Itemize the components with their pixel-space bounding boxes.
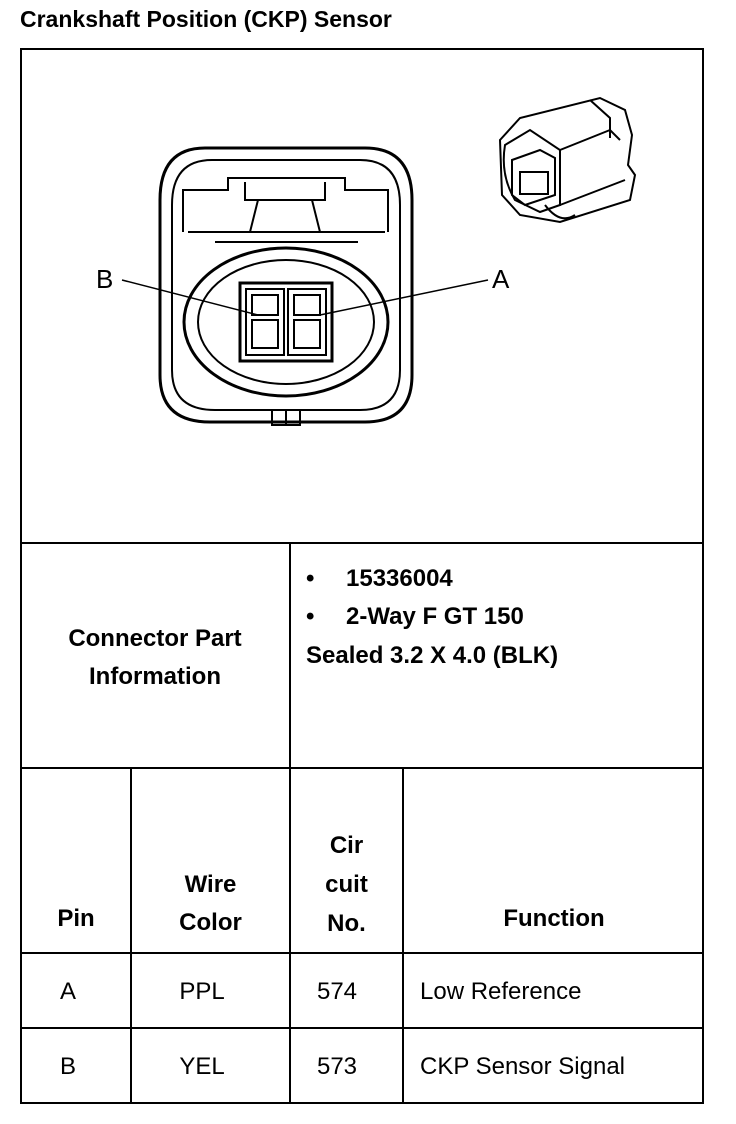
divider bbox=[20, 542, 704, 544]
connector-seal-info: Sealed 3.2 X 4.0 (BLK) bbox=[306, 642, 559, 669]
cell-pin: B bbox=[59, 1053, 76, 1080]
cell-wire-color: PPL bbox=[179, 978, 225, 1005]
divider bbox=[20, 1027, 704, 1029]
connector-info-label: Connector Part Information bbox=[22, 620, 288, 696]
header-circuit-line2: cuit bbox=[325, 871, 368, 898]
cell-wire-color: YEL bbox=[179, 1053, 225, 1080]
header-function: Function bbox=[503, 905, 605, 932]
header-circuit-line3: No. bbox=[327, 910, 366, 937]
connector-table-frame bbox=[20, 48, 704, 1104]
connector-type: 2-Way F GT 150 bbox=[346, 603, 524, 630]
cell-pin: A bbox=[59, 978, 76, 1005]
pin-label-a: A bbox=[492, 264, 510, 294]
header-circuit-line1: Cir bbox=[329, 832, 364, 859]
header-pin: Pin bbox=[57, 905, 95, 932]
bullet: • bbox=[306, 603, 315, 630]
divider bbox=[20, 767, 704, 769]
cell-circuit: 574 bbox=[316, 978, 358, 1005]
divider bbox=[402, 767, 404, 1104]
divider bbox=[130, 767, 132, 1104]
bullet: • bbox=[306, 565, 315, 592]
connector-info-label-line2: Information bbox=[89, 663, 221, 690]
part-number: 15336004 bbox=[346, 565, 453, 592]
pin-label-b: B bbox=[96, 264, 114, 294]
connector-face-diagram bbox=[121, 96, 637, 426]
header-circuit: Cir cuit No. bbox=[291, 826, 402, 943]
cell-function: Low Reference bbox=[420, 978, 582, 1005]
divider bbox=[289, 542, 291, 1104]
header-wire-color: Wire Color bbox=[132, 866, 289, 942]
header-wire-color-line1: Wire bbox=[184, 871, 237, 898]
connector-info-label-line1: Connector Part bbox=[68, 625, 242, 652]
cell-circuit: 573 bbox=[316, 1053, 358, 1080]
divider bbox=[20, 952, 704, 954]
page-title: Crankshaft Position (CKP) Sensor bbox=[20, 6, 392, 32]
cell-function: CKP Sensor Signal bbox=[420, 1053, 626, 1080]
header-wire-color-line2: Color bbox=[179, 909, 242, 936]
